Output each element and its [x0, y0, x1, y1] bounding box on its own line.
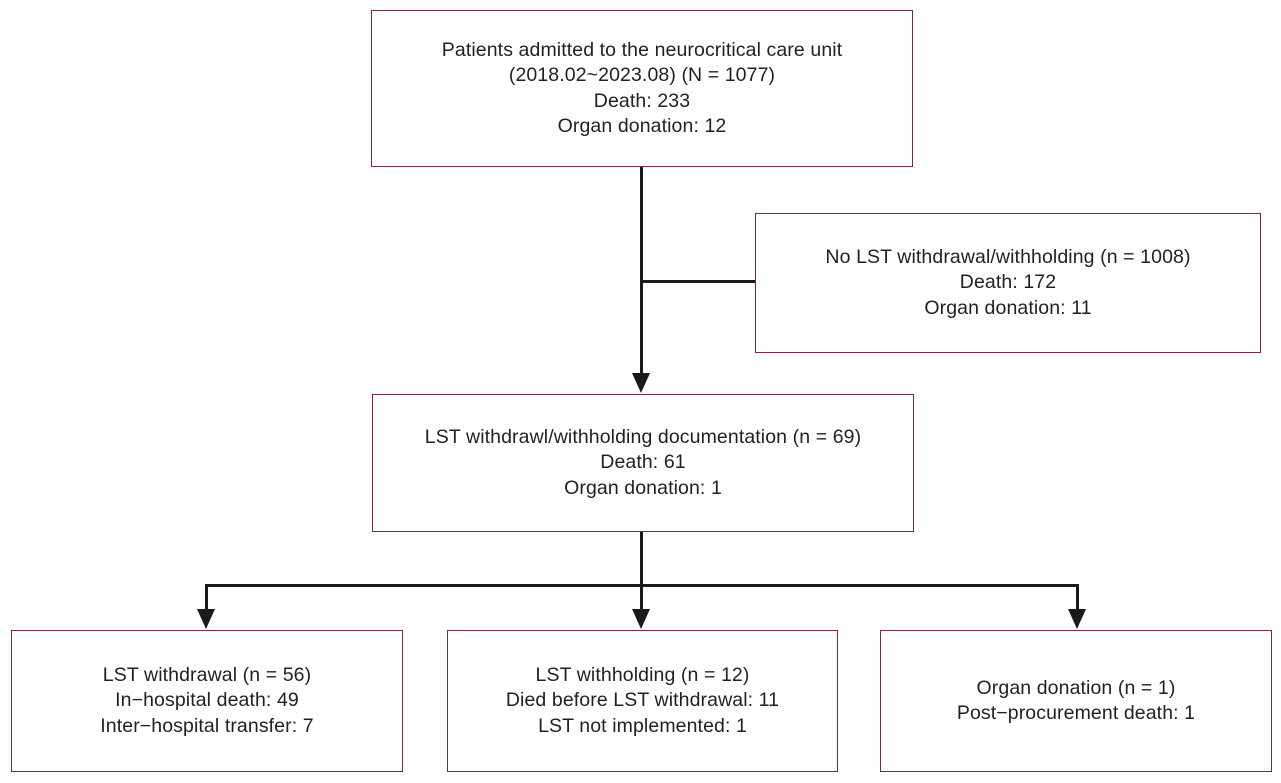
node-line: LST withdrawl/withholding documentation …: [424, 425, 862, 448]
node-line: LST not implemented: 1: [538, 714, 747, 737]
node-line: No LST withdrawal/withholding (n = 1008): [825, 245, 1191, 268]
node-line: Inter−hospital transfer: 7: [100, 714, 314, 737]
node-line: In−hospital death: 49: [115, 689, 299, 712]
node-line: LST withholding (n = 12): [535, 663, 750, 686]
arrowhead-to-withholding: [632, 609, 650, 629]
arrowhead-to-documentation: [632, 373, 650, 393]
node-line: Organ donation (n = 1): [976, 676, 1176, 699]
node-organ-donation: Organ donation (n = 1) Post−procurement …: [880, 630, 1272, 772]
connector-documentation-to-split: [640, 531, 643, 587]
node-lst-documentation: LST withdrawl/withholding documentation …: [372, 394, 914, 532]
node-patients-admitted: Patients admitted to the neurocritical c…: [371, 10, 913, 167]
node-line: Organ donation: 1: [564, 476, 722, 499]
node-lst-withholding: LST withholding (n = 12) Died before LST…: [447, 630, 838, 772]
node-line: (2018.02~2023.08) (N = 1077): [508, 64, 776, 86]
node-line: Patients admitted to the neurocritical c…: [441, 38, 843, 61]
arrowhead-to-withdrawal: [197, 609, 215, 629]
connector-drop-organ-donation: [1076, 584, 1079, 611]
node-line: Death: 172: [959, 271, 1057, 294]
node-line: Death: 233: [593, 89, 691, 112]
arrowhead-to-organ-donation: [1068, 609, 1086, 629]
node-line: LST withdrawal (n = 56): [102, 663, 312, 686]
connector-drop-withholding: [640, 584, 643, 611]
node-line: Post−procurement death: 1: [956, 702, 1196, 724]
node-lst-withdrawal: LST withdrawal (n = 56) In−hospital deat…: [11, 630, 403, 772]
connector-drop-withdrawal: [205, 584, 208, 611]
node-line: Death: 61: [600, 451, 686, 474]
node-line: Organ donation: 11: [924, 296, 1092, 319]
node-line: Organ donation: 12: [557, 115, 727, 137]
node-line: Died before LST withdrawal: 11: [505, 689, 780, 712]
connector-branch-to-no-lst: [640, 280, 756, 283]
node-no-lst-withdrawal-withholding: No LST withdrawal/withholding (n = 1008)…: [755, 213, 1261, 353]
connector-admitted-to-documentation: [640, 166, 643, 376]
